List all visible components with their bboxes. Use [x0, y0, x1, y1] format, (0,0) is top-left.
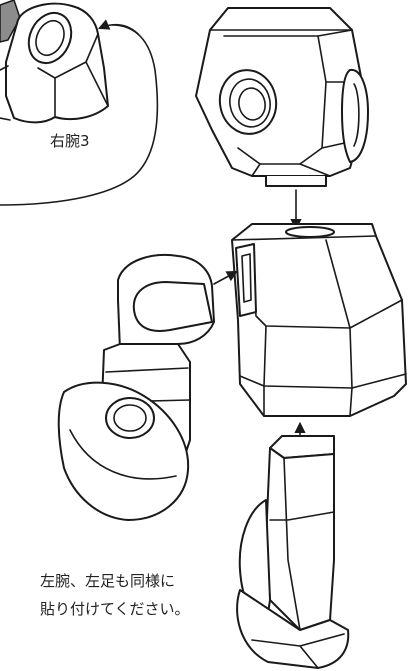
torso-top-edge — [231, 235, 377, 241]
arm-3-joint-ring-inner — [35, 19, 65, 57]
grey-tab — [0, 0, 21, 43]
arm-hand-facet — [69, 429, 177, 480]
arm-hand-ring-outer — [105, 397, 155, 439]
arm-3-facet-1 — [37, 33, 99, 79]
head-left-ear-mid — [229, 78, 271, 128]
arm-3-facet-3 — [85, 61, 109, 107]
fold-loop-outline — [0, 24, 159, 206]
arrow-arm-to-torso — [213, 270, 238, 285]
arm-3-left-edge — [0, 65, 11, 121]
arm-hand-shell — [57, 381, 190, 521]
robot-torso — [231, 223, 407, 417]
robot-leg — [236, 435, 350, 669]
leg-foot-facet — [251, 633, 345, 669]
head-right-ear-inner — [353, 83, 360, 147]
torso-vertical-1 — [263, 325, 267, 417]
head-right-ear — [341, 68, 369, 163]
torso-vertical-2 — [349, 327, 353, 417]
leg-shin-edge — [283, 457, 301, 631]
label-right-arm-3: 右腕3 — [50, 132, 90, 150]
head-left-ear-inner — [238, 87, 266, 121]
note-line-2: 貼り付けてください。 — [40, 600, 190, 618]
note-line-1: 左腕、左足も同様に — [40, 572, 175, 590]
arm-hand-ring-inner — [113, 404, 147, 432]
head-neck — [265, 175, 327, 187]
robot-arm — [57, 254, 215, 521]
torso-neck-hole — [285, 226, 335, 238]
torso-vertical-3 — [325, 239, 351, 329]
right-arm-3-part — [0, 0, 159, 206]
torso-waist — [239, 373, 407, 389]
leg-shin-knee — [269, 511, 335, 521]
torso-shoulder-slot-inner — [241, 253, 252, 303]
fold-arrow — [97, 19, 139, 35]
leg-shin — [265, 447, 335, 631]
arm-shoulder-cap — [132, 281, 213, 332]
arm-3-joint-ring-outer — [27, 11, 73, 65]
torso-shell — [231, 223, 407, 417]
robot-head — [195, 7, 369, 187]
